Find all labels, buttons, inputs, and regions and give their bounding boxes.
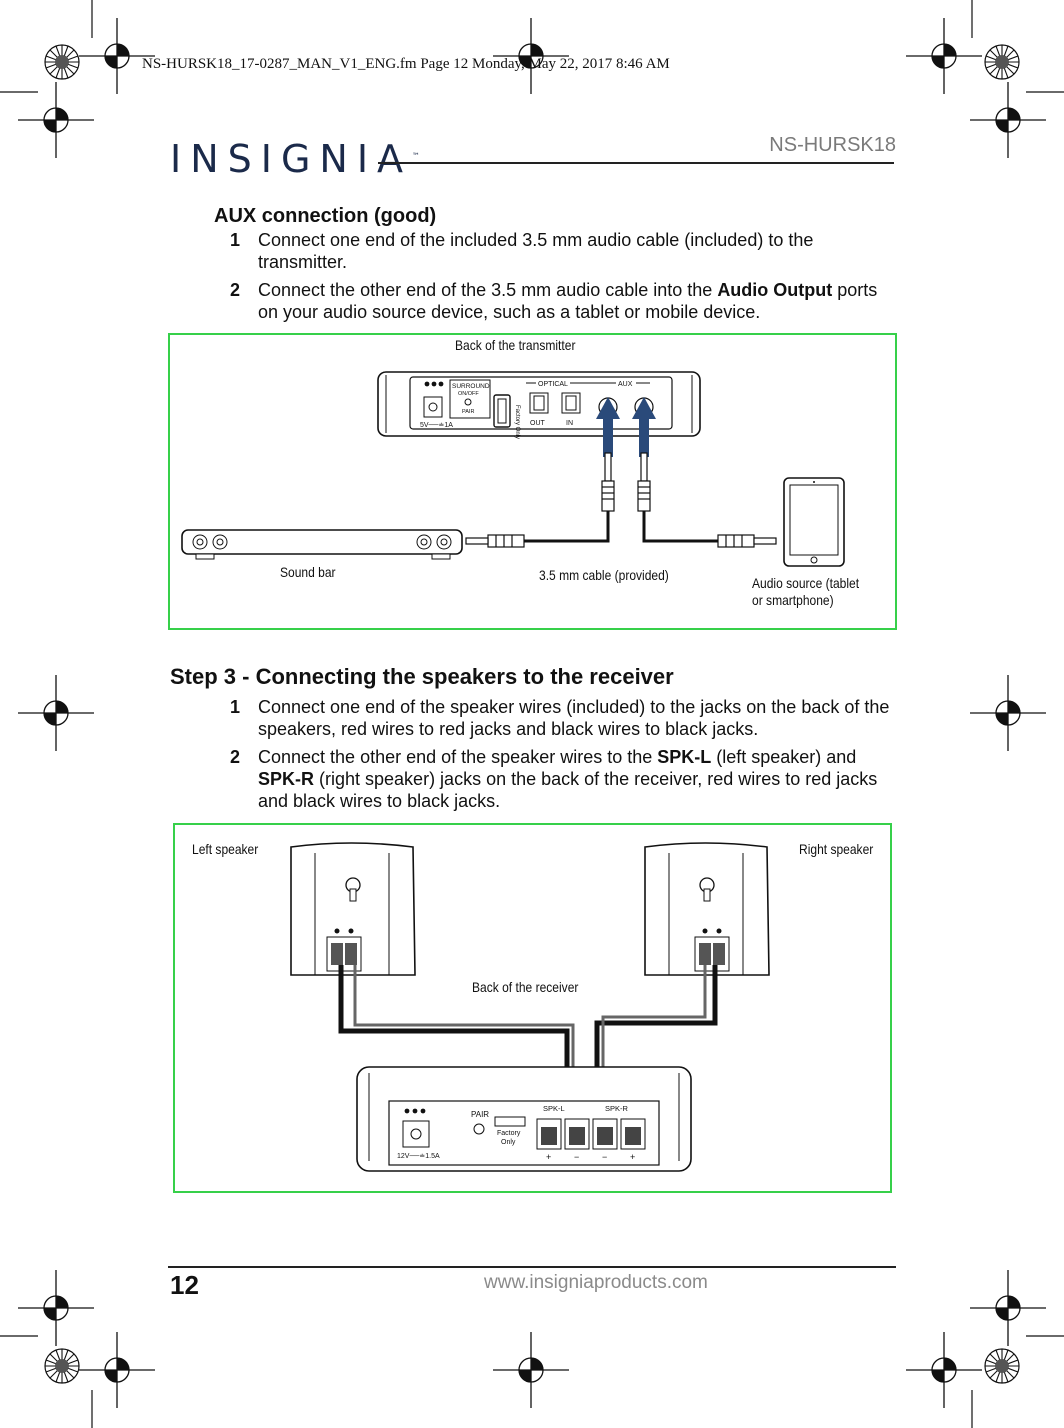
aux-section-title: AUX connection (good) [214,205,437,227]
onoff-label: ON/OFF [458,391,479,397]
step-number: 1 [230,230,241,250]
back-of-receiver-label: Back of the receiver [472,979,579,995]
step-text-bold: Audio Output [717,280,833,300]
step3-steps-list: 1 Connect one end of the speaker wires (i… [214,696,898,818]
page-number: 12 [170,1270,199,1300]
trademark-symbol: ™ [412,151,421,161]
header-rule [378,162,894,164]
step-text-post: ports on your audio source device, such … [258,280,878,322]
logo-text: INSIGNIA [170,137,413,181]
cable-plugs [601,452,651,512]
step-text-pre: Connect the other end of the speaker wir… [258,747,658,767]
polarity-plus-left: + [546,1152,551,1162]
left-speaker-illustration [290,842,416,976]
receiver-illustration: 12V──≐1.5A PAIR Factory Only SPK-L SPK-R… [356,1066,692,1172]
step-text: Connect one end of the included 3.5 mm a… [258,230,814,272]
polarity-minus-right: − [602,1152,607,1162]
speaker-connection-figure: 12V──≐1.5A PAIR Factory Only SPK-L SPK-R… [173,823,892,1193]
receiver-pair-label: PAIR [471,1110,489,1119]
step3-step-2: 2 Connect the other end of the speaker wi… [214,746,898,812]
spk-l-label: SPK-L [543,1104,565,1113]
step-text-post: (right speaker) jacks on the back of the… [258,769,878,811]
right-speaker-label: Right speaker [799,841,874,857]
speaker-connection-diagram: 12V──≐1.5A PAIR Factory Only SPK-L SPK-R… [290,842,770,1172]
audio-source-label-line1: Audio source (tablet [752,575,860,591]
audio-source-label-line2: or smartphone) [752,592,834,608]
factory-only-label: Factory Only [514,405,520,439]
step-text-mid: (left speaker) and [711,747,857,767]
step-number: 2 [230,747,241,767]
step3-section-title: Step 3 - Connecting the speakers to the … [170,664,674,689]
left-speaker-label: Left speaker [192,841,259,857]
polarity-minus-left: − [574,1152,579,1162]
aux-step-2: 2 Connect the other end of the 3.5 mm aud… [214,279,898,323]
aux-connection-diagram: 5V──≐1A SURROUND ON/OFF PAIR Factory Onl… [181,371,845,567]
aux-step-1: 1 Connect one end of the included 3.5 mm … [214,229,898,273]
in-label: IN [566,420,573,427]
receiver-factory-label: Factory [497,1130,521,1137]
aux-connection-figure: 5V──≐1A SURROUND ON/OFF PAIR Factory Onl… [168,333,897,630]
website-url: www.insigniaproducts.com [484,1272,708,1293]
model-number: NS-HURSK18 [769,134,896,156]
receiver-power-label: 12V──≐1.5A [397,1153,440,1160]
step-text-bold-spkl: SPK-L [657,747,712,767]
transmitter-illustration: 5V──≐1A SURROUND ON/OFF PAIR Factory Onl… [377,371,701,439]
footer-rule [168,1266,896,1268]
transmitter-power-label: 5V──≐1A [420,422,453,429]
pair-label: PAIR [462,409,474,415]
out-label: OUT [530,420,546,427]
insignia-logo: INSIGNIA™ [170,140,420,178]
audio-cables [524,511,718,543]
optical-label: OPTICAL [538,381,568,388]
step-number: 2 [230,280,241,300]
right-speaker-illustration [644,842,770,976]
receiver-only-label: Only [501,1139,516,1146]
back-of-transmitter-label: Back of the transmitter [455,337,576,353]
step3-step-1: 1 Connect one end of the speaker wires (i… [214,696,898,740]
spk-r-label: SPK-R [605,1104,629,1113]
printer-slug-line: NS-HURSK18_17-0287_MAN_V1_ENG.fm Page 12… [142,56,670,72]
polarity-plus-right: + [630,1152,635,1162]
aux-steps-list: 1 Connect one end of the included 3.5 mm … [214,229,898,329]
connection-arrows [596,397,656,457]
surround-label: SURROUND [452,383,490,390]
step-text: Connect one end of the speaker wires (in… [258,697,890,739]
step-text-pre: Connect the other end of the 3.5 mm audi… [258,280,718,300]
step-number: 1 [230,697,241,717]
tablet-illustration [783,477,845,567]
aux-label: AUX [618,381,633,388]
sound-bar-illustration [181,529,463,560]
cable-label: 3.5 mm cable (provided) [539,567,669,583]
step-text-bold-spkr: SPK-R [258,769,315,789]
sound-bar-label: Sound bar [280,564,336,580]
